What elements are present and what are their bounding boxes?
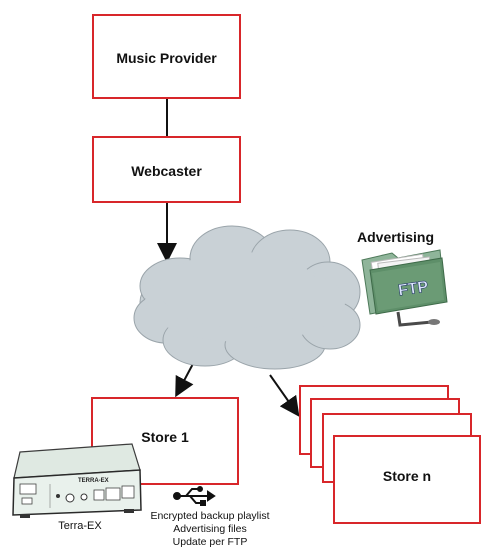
music-provider-label: Music Provider [116,50,217,66]
usb-caption-line-3: Update per FTP [172,536,248,548]
store-1-box: Store 1 [91,397,239,485]
store-n-label: Store n [382,468,432,484]
advertising-title: Advertising [357,229,435,245]
usb-caption-line-1: Encrypted backup playlist [150,510,270,522]
music-provider-box: Music Provider [92,14,241,99]
device-brand-text: TERRA-EX [78,478,109,484]
store-1-label: Store 1 [141,429,189,445]
cloud-to-storen-arrow [269,374,300,417]
usb-caption: Encrypted backup playlist Advertising fi… [140,510,280,549]
ftp-label: FTP [397,278,430,299]
usb-caption-line-2: Advertising files [173,523,247,535]
webcaster-label: Webcaster [131,163,202,179]
webcaster-box: Webcaster [92,136,241,203]
terra-ex-caption: Terra-EX [58,520,102,532]
store-n-box: Store n [333,435,481,524]
